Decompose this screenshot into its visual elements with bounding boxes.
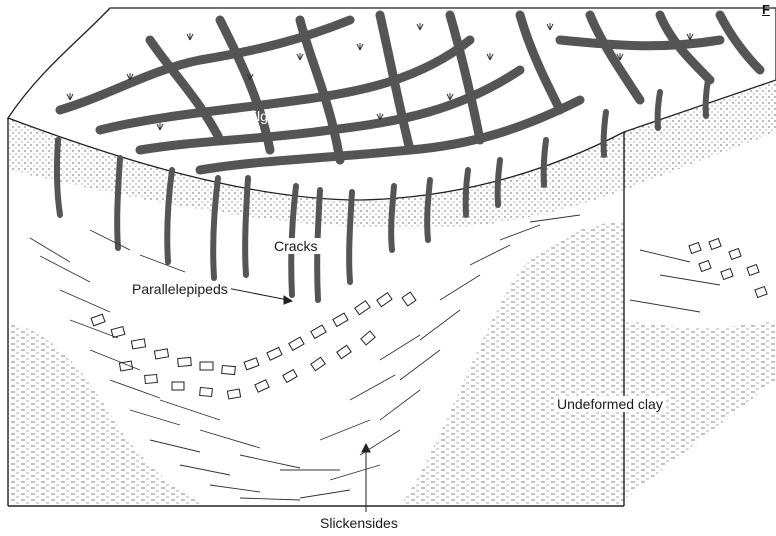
cracks-label: Cracks bbox=[271, 238, 321, 254]
leader-lines bbox=[222, 287, 370, 512]
slickensides-label: Slickensides bbox=[320, 515, 398, 531]
parallelepipeds-label: Parallelepipeds bbox=[129, 281, 231, 297]
page-mark: F bbox=[762, 2, 770, 18]
undeformed-clay-label: Undeformed clay bbox=[554, 396, 666, 412]
undeformed-clay-left bbox=[8, 322, 210, 506]
undeformed-clay-right bbox=[400, 222, 624, 506]
gilgai-basin-label: Gilgai basin bbox=[243, 108, 316, 124]
